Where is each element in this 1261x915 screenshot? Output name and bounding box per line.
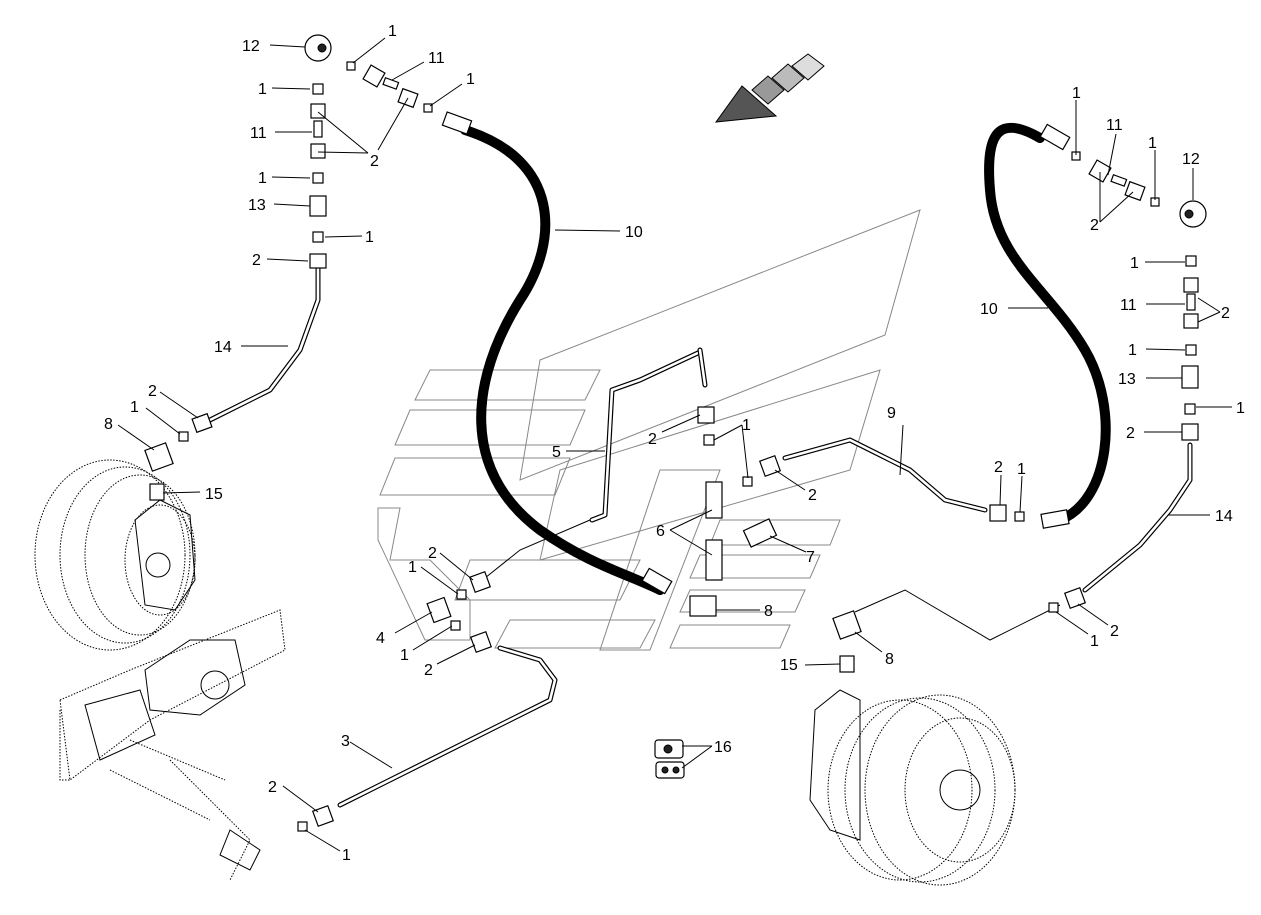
- callout-label: 8: [104, 416, 113, 433]
- callout-label: 1: [1130, 255, 1139, 272]
- wheel-motor-right: [809, 689, 1016, 886]
- callout-label: 1: [466, 71, 475, 88]
- callout-label: 1: [258, 170, 267, 187]
- callout-label: 1: [408, 559, 417, 576]
- callout-label: 1: [1236, 400, 1245, 417]
- callout-label: 14: [1215, 508, 1233, 525]
- callout-label: 11: [1120, 297, 1137, 314]
- callout-label: 1: [1017, 461, 1026, 478]
- callout-label: 2: [268, 779, 277, 796]
- machine-outline-background: [377, 209, 921, 651]
- callout-label: 1: [1148, 135, 1157, 152]
- leader-lines: [117, 37, 1232, 852]
- hydraulic-hoses: [460, 122, 1111, 595]
- callout-label: 1: [388, 23, 397, 40]
- callout-label: 2: [1221, 305, 1230, 322]
- callout-label: 12: [1182, 151, 1200, 168]
- callout-label: 3: [341, 733, 350, 750]
- callout-label: 11: [250, 125, 267, 142]
- callout-label: 10: [980, 301, 998, 318]
- callout-label: 1: [1128, 342, 1137, 359]
- callout-label: 6: [656, 523, 665, 540]
- callout-label: 1: [130, 399, 139, 416]
- callout-label: 7: [806, 549, 815, 566]
- callout-label: 8: [885, 651, 894, 668]
- callout-label: 2: [1090, 217, 1099, 234]
- callout-label: 1: [258, 81, 267, 98]
- pump-assembly: [59, 609, 286, 881]
- callout-label: 4: [376, 630, 385, 647]
- callout-label: 2: [148, 383, 157, 400]
- callout-label: 2: [1126, 425, 1135, 442]
- callout-label: 11: [1106, 117, 1123, 134]
- wheel-motor-left: [34, 459, 196, 651]
- direction-arrow-icon: [714, 53, 825, 123]
- callout-label: 2: [428, 545, 437, 562]
- callout-label: 1: [1072, 85, 1081, 102]
- clamp-icon: [654, 739, 685, 779]
- fittings: [144, 34, 1207, 832]
- callout-label: 10: [625, 224, 643, 241]
- callout-label: 11: [428, 50, 445, 67]
- callout-label: 2: [648, 431, 657, 448]
- callout-labels: 1 12 11 1 1 11 2 1 13 1 2 10 14 2 1 8 15…: [104, 23, 1245, 864]
- callout-label: 2: [424, 662, 433, 679]
- hose-right: [984, 122, 1111, 525]
- callout-label: 1: [365, 229, 374, 246]
- callout-label: 1: [1090, 633, 1099, 650]
- callout-label: 2: [1110, 623, 1119, 640]
- callout-label: 2: [808, 487, 817, 504]
- callout-label: 12: [242, 38, 260, 55]
- rigid-pipes: [207, 265, 1193, 808]
- callout-label: 2: [252, 252, 261, 269]
- callout-label: 13: [248, 197, 266, 214]
- callout-label: 1: [400, 647, 409, 664]
- callout-label: 13: [1118, 371, 1136, 388]
- callout-label: 15: [205, 486, 223, 503]
- callout-label: 8: [764, 603, 773, 620]
- callout-label: 15: [780, 657, 798, 674]
- callout-label: 2: [994, 459, 1003, 476]
- callout-label: 5: [552, 444, 561, 461]
- callout-label: 14: [214, 339, 232, 356]
- hose-left: [460, 125, 665, 595]
- callout-label: 2: [370, 153, 379, 170]
- callout-label: 16: [714, 739, 732, 756]
- callout-label: 1: [342, 847, 351, 864]
- callout-label: 9: [887, 405, 896, 422]
- callout-label: 1: [742, 417, 751, 434]
